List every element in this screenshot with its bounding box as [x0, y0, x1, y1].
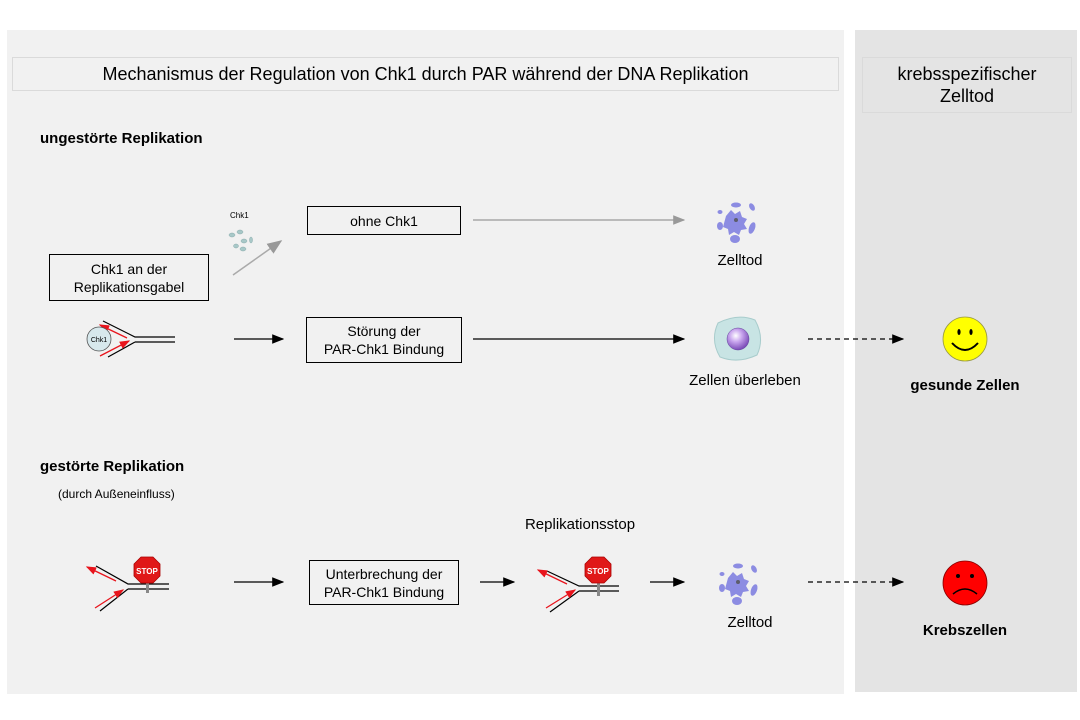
- disturbed-subheading: (durch Außeneinfluss): [58, 487, 175, 501]
- replication-fork-stop-icon-2: STOP: [536, 556, 619, 613]
- cancer-cells-label: Krebszellen: [922, 622, 1008, 639]
- surviving-cell-icon: [714, 316, 761, 361]
- dying-cell-icon-1: [717, 202, 756, 243]
- replication-stop-label: Replikationsstop: [524, 516, 636, 533]
- without-chk1-box: ohne Chk1: [307, 206, 461, 235]
- healthy-cells-label: gesunde Zellen: [910, 377, 1020, 394]
- cell-death-label-2: Zelltod: [727, 614, 773, 631]
- happy-face-icon: [942, 316, 988, 362]
- diagram-title: Mechanismus der Regulation von Chk1 durc…: [12, 57, 839, 91]
- replication-fork-stop-icon-1: STOP: [85, 556, 169, 612]
- cells-survive-label: Zellen überleben: [689, 372, 801, 389]
- svg-text:STOP: STOP: [136, 567, 158, 576]
- sad-face-icon: [942, 560, 988, 606]
- svg-text:Chk1: Chk1: [91, 337, 107, 344]
- stop-sign-icon: [584, 556, 612, 584]
- chk1-small-label: Chk1: [230, 211, 249, 220]
- disturbed-heading: gestörte Replikation: [40, 458, 185, 475]
- chk1-fragments-icon: [228, 229, 253, 252]
- svg-text:STOP: STOP: [587, 567, 609, 576]
- dying-cell-icon-2: [719, 563, 758, 605]
- cell-death-label-1: Zelltod: [717, 252, 763, 269]
- replication-fork-chk1-icon: Chk1: [86, 320, 175, 358]
- gray-arrow-chk1-away: [232, 240, 283, 276]
- undisturbed-heading: ungestörte Replikation: [40, 130, 203, 147]
- stop-sign-icon: [133, 556, 161, 584]
